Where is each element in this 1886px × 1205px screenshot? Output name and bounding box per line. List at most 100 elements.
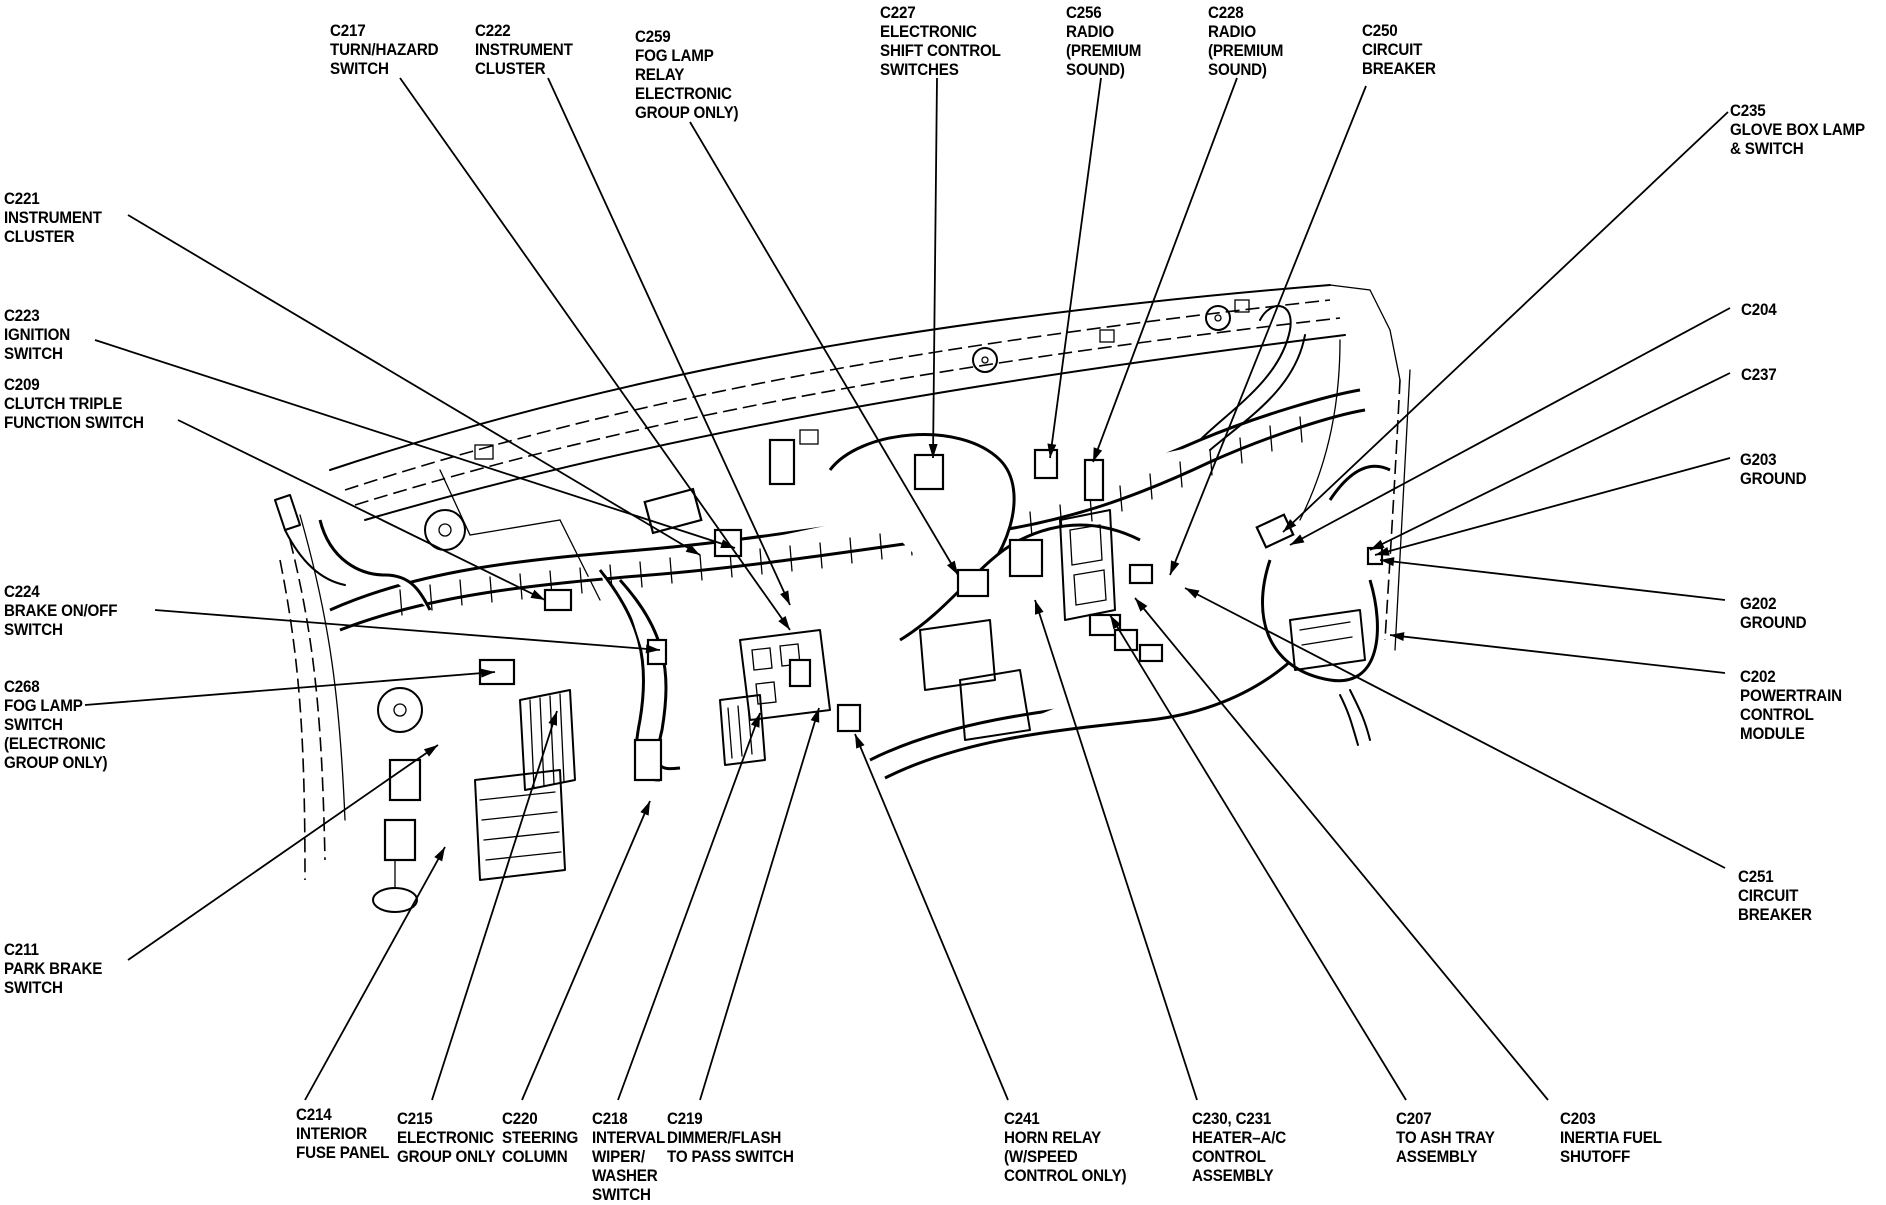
- arrowhead-icon: [1380, 557, 1395, 567]
- label-line: RADIO: [1208, 23, 1256, 41]
- label-line: ASSEMBLY: [1396, 1148, 1478, 1166]
- arrowhead-icon: [810, 708, 820, 723]
- arrowhead-icon: [1170, 560, 1180, 575]
- label-line: WIPER/: [592, 1148, 645, 1166]
- label-line: C268: [4, 678, 40, 696]
- leader-line-c250: [1169, 85, 1367, 576]
- label-line: BREAKER: [1738, 906, 1812, 924]
- label-line: C209: [4, 376, 40, 394]
- arrowhead-icon: [1185, 588, 1200, 599]
- label-line: SWITCH: [592, 1186, 651, 1204]
- label-line: C235: [1730, 102, 1766, 120]
- label-line: G202: [1740, 595, 1777, 613]
- label-line: CONTROL: [1192, 1148, 1266, 1166]
- label-line: SWITCH: [330, 60, 389, 78]
- label-line: GROUP ONLY): [4, 754, 108, 772]
- label-line: C227: [880, 4, 916, 22]
- label-line: GROUND: [1740, 614, 1807, 632]
- leader-line-c223: [94, 339, 736, 549]
- label-line: C241: [1004, 1110, 1040, 1128]
- arrowhead-icon: [640, 801, 650, 816]
- label-line: INTERIOR: [296, 1125, 368, 1143]
- label-line: GLOVE BOX LAMP: [1730, 121, 1865, 139]
- label-line: TO PASS SWITCH: [667, 1148, 794, 1166]
- arrowhead-icon: [780, 590, 790, 605]
- leader-line-c228: [1092, 77, 1238, 463]
- label-line: CONTROL ONLY): [1004, 1167, 1127, 1185]
- label-line: RELAY: [635, 66, 685, 84]
- label-line: C223: [4, 307, 40, 325]
- label-line: C222: [475, 22, 511, 40]
- label-line: RADIO: [1066, 23, 1114, 41]
- leader-line-c214: [304, 846, 446, 1101]
- label-line: CLUSTER: [4, 228, 75, 246]
- label-line: SWITCH: [4, 621, 63, 639]
- arrowhead-icon: [685, 543, 700, 555]
- label-line: FOG LAMP: [4, 697, 83, 715]
- arrowhead-icon: [750, 713, 760, 728]
- label-line: C259: [635, 28, 671, 46]
- leader-line-c237: [1369, 372, 1731, 551]
- arrowhead-icon: [1047, 443, 1057, 458]
- leader-lines: [84, 77, 1731, 1101]
- label-line: GROUND: [1740, 470, 1807, 488]
- label-line: POWERTRAIN: [1740, 687, 1842, 705]
- label-line: INTERVAL: [592, 1129, 666, 1147]
- label-line: INSTRUMENT: [475, 41, 573, 59]
- leader-line-g202: [1379, 559, 1726, 601]
- leader-line-c203-g: [1374, 457, 1731, 556]
- label-line: (PREMIUM: [1208, 42, 1284, 60]
- label-line: C203: [1560, 1110, 1596, 1128]
- label-line: IGNITION: [4, 326, 70, 344]
- label-line: SOUND): [1066, 61, 1125, 79]
- leader-line-c235: [1282, 111, 1729, 533]
- label-line: HORN RELAY: [1004, 1129, 1102, 1147]
- arrowhead-icon: [1093, 447, 1103, 462]
- leader-line-c230-c231: [1034, 599, 1198, 1101]
- arrowhead-icon: [1370, 539, 1385, 550]
- leader-line-c217: [399, 77, 791, 631]
- label-line: MODULE: [1740, 725, 1805, 743]
- label-line: CIRCUIT: [1738, 887, 1799, 905]
- label-line: HEATER–A/C: [1192, 1129, 1287, 1147]
- label-line: FOG LAMP: [635, 47, 714, 65]
- label-c237: C237: [1741, 366, 1777, 385]
- label-line: WASHER: [592, 1167, 658, 1185]
- arrowhead-icon: [928, 443, 938, 458]
- arrowhead-icon: [1035, 600, 1044, 615]
- label-line: C204: [1741, 301, 1777, 319]
- arrowhead-icon: [434, 847, 445, 862]
- label-line: GROUP ONLY: [397, 1148, 496, 1166]
- label-line: SHIFT CONTROL: [880, 42, 1001, 60]
- label-line: C215: [397, 1110, 433, 1128]
- leader-line-c268: [84, 671, 496, 706]
- leader-line-c227: [932, 77, 938, 459]
- arrowhead-icon: [1375, 546, 1390, 556]
- label-line: TO ASH TRAY: [1396, 1129, 1495, 1147]
- label-line: C230, C231: [1192, 1110, 1272, 1128]
- label-line: C211: [4, 941, 39, 959]
- label-line: C202: [1740, 668, 1776, 686]
- label-line: C250: [1362, 22, 1398, 40]
- leader-line-c209: [177, 419, 546, 601]
- label-line: CIRCUIT: [1362, 41, 1423, 59]
- leader-line-c215: [431, 710, 558, 1101]
- leader-line-c202: [1389, 634, 1726, 674]
- leader-line-c256: [1049, 77, 1102, 459]
- label-line: C220: [502, 1110, 538, 1128]
